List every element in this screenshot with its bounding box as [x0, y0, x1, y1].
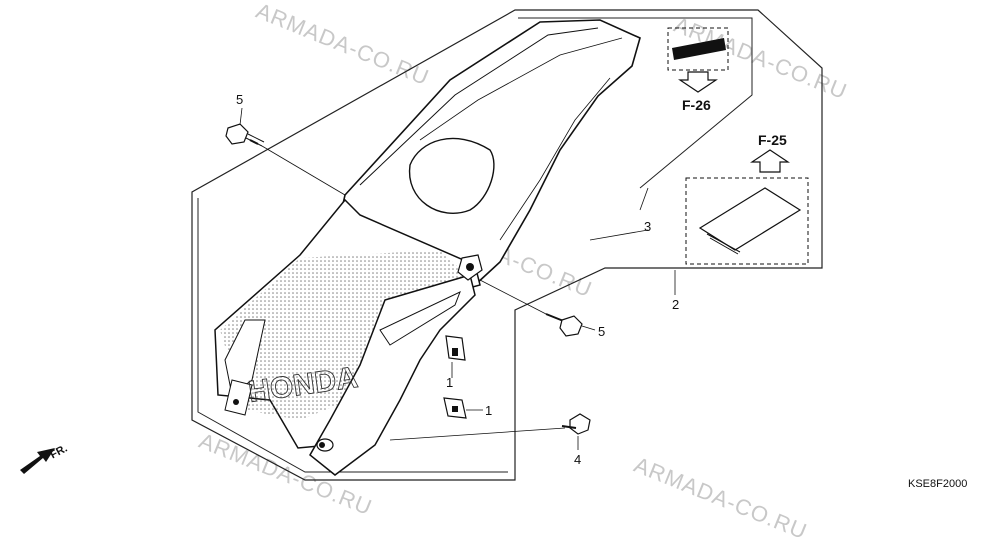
callout-2: 2 [672, 297, 680, 312]
clip-nut-lower [443, 397, 467, 419]
diagram-code: KSE8F2000 [908, 478, 968, 490]
callout-5-upper: 5 [236, 92, 244, 107]
inner-mudguard [233, 274, 476, 476]
assembly-inner-outline [518, 17, 753, 189]
bolt-5-upper [225, 123, 265, 147]
assembly-inner-outline-lower [197, 198, 508, 473]
callout-5-lower: 5 [598, 324, 606, 339]
rear-fender-parts-diagram: HONDA [20, 9, 823, 481]
callout-1-lower: 1 [485, 403, 493, 418]
ref-f26: F-26 [682, 97, 711, 113]
bolt-4 [561, 413, 591, 435]
f25-reference-box [685, 149, 809, 265]
front-direction-arrow [20, 448, 55, 474]
ref-f25: F-25 [758, 132, 787, 148]
callout-4: 4 [574, 452, 582, 467]
callout-1-upper: 1 [446, 375, 454, 390]
f26-reference-box [667, 27, 729, 93]
side-panel [214, 198, 481, 449]
assembly-outline [191, 9, 823, 481]
clip-nut-upper [445, 335, 466, 361]
leader-lines [239, 107, 676, 450]
mounting-hub [457, 254, 483, 281]
bolt-5-lower [545, 313, 583, 337]
callout-3: 3 [644, 219, 652, 234]
